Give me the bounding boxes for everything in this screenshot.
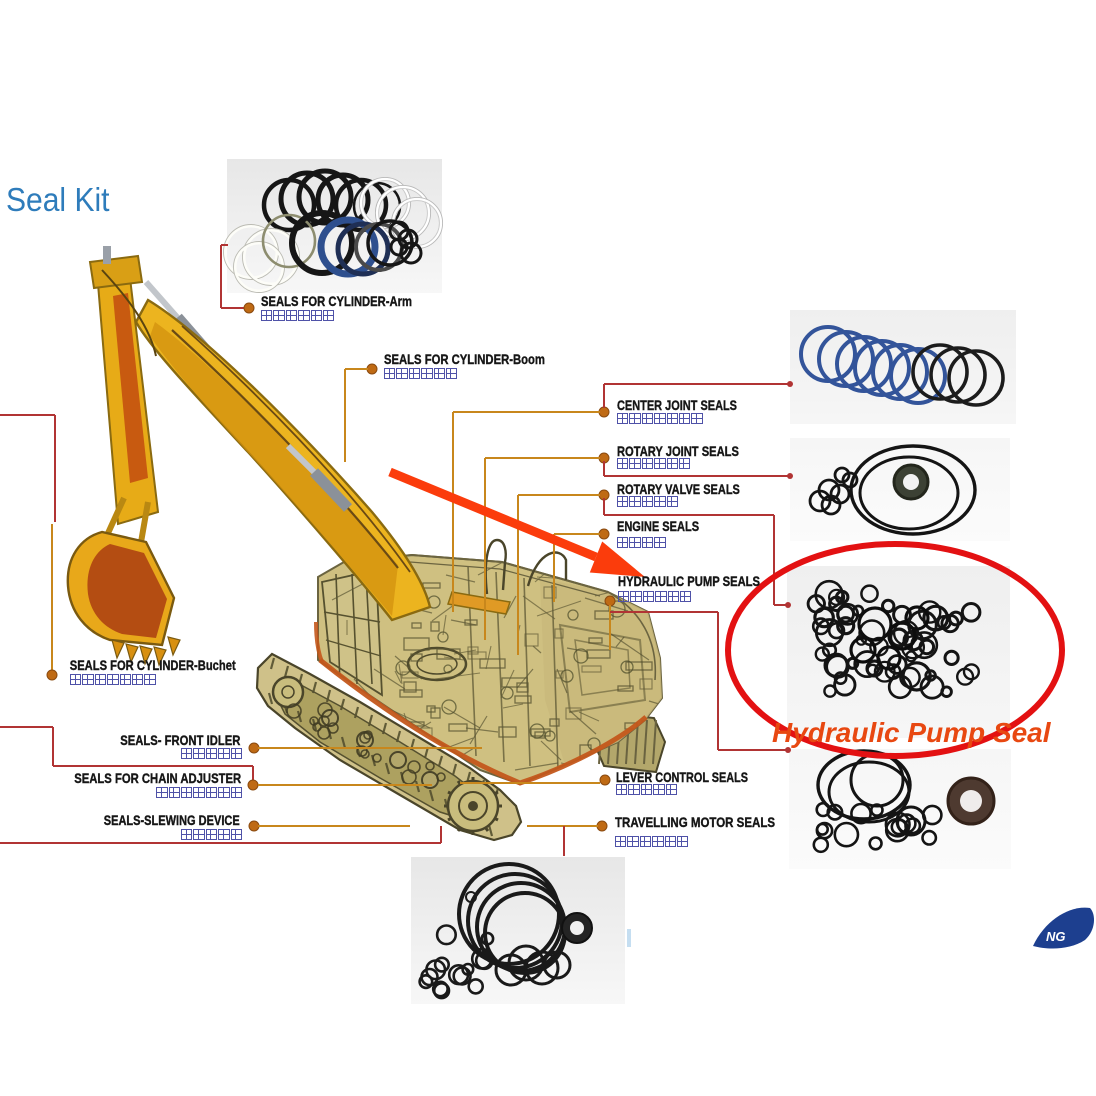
svg-text:NG: NG — [1046, 929, 1066, 944]
